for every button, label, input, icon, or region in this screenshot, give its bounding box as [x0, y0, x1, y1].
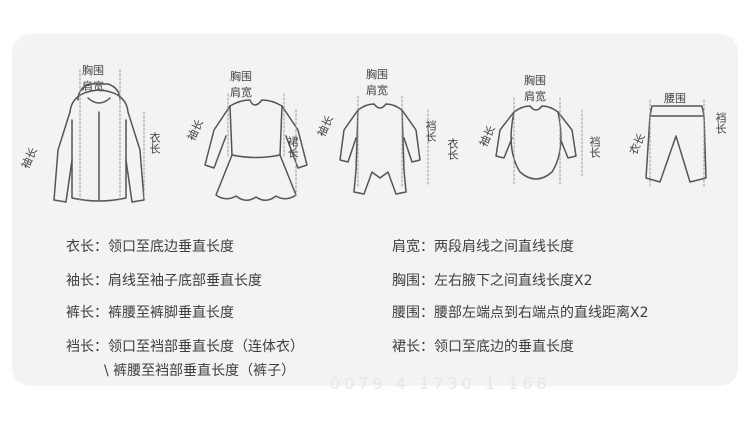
crotch-label-3: 裆长	[714, 112, 727, 134]
shoulder-label-4: 肩宽	[524, 90, 546, 103]
definition-row: \ 裤腰至裆部垂直长度（裤子）	[104, 363, 296, 379]
definition-row: 肩宽：两段肩线之间直线长度	[392, 239, 574, 255]
info-card	[12, 34, 738, 386]
garment-illustrations	[53, 69, 707, 203]
dress-illustration	[204, 99, 308, 201]
chest-label-3: 胸围	[366, 68, 388, 81]
definition-row: 裆长：领口至裆部垂直长度（连体衣）	[66, 339, 304, 355]
definition-row: 衣长：领口至底边垂直长度	[66, 239, 234, 255]
shoulder-label-1: 肩宽	[82, 80, 104, 93]
length-label-1: 衣长	[148, 132, 161, 154]
bodysuit-illustration	[495, 105, 577, 180]
definition-row: 裙长：领口至底边的垂直长度	[392, 339, 574, 355]
romper-illustration	[339, 103, 421, 195]
watermark-text: 0079 4 1730 1 168	[330, 374, 551, 393]
chest-label-1: 胸围	[82, 64, 104, 77]
definition-row: 袖长：肩线至袖子底部垂直长度	[66, 273, 262, 289]
waist-label: 腰围	[664, 92, 686, 105]
chest-label-2: 胸围	[230, 70, 252, 83]
shoulder-label-3: 肩宽	[366, 84, 388, 97]
shoulder-label-2: 肩宽	[230, 86, 252, 99]
pants-illustration	[645, 105, 707, 183]
crotch-label-2: 裆长	[588, 136, 601, 158]
definition-row: 裤长：裤腰至裤脚垂直长度	[66, 305, 234, 321]
crotch-label-1: 裆长	[424, 120, 437, 142]
jacket-illustration	[53, 83, 145, 203]
skirt-label: 裙长	[286, 136, 299, 158]
definition-row: 腰围：腰部左端点到右端点的直线距离X2	[392, 305, 649, 321]
chest-label-4: 胸围	[524, 74, 546, 87]
definition-row: 胸围：左右腋下之间直线长度X2	[392, 273, 593, 289]
length-label-2: 衣长	[446, 138, 459, 160]
